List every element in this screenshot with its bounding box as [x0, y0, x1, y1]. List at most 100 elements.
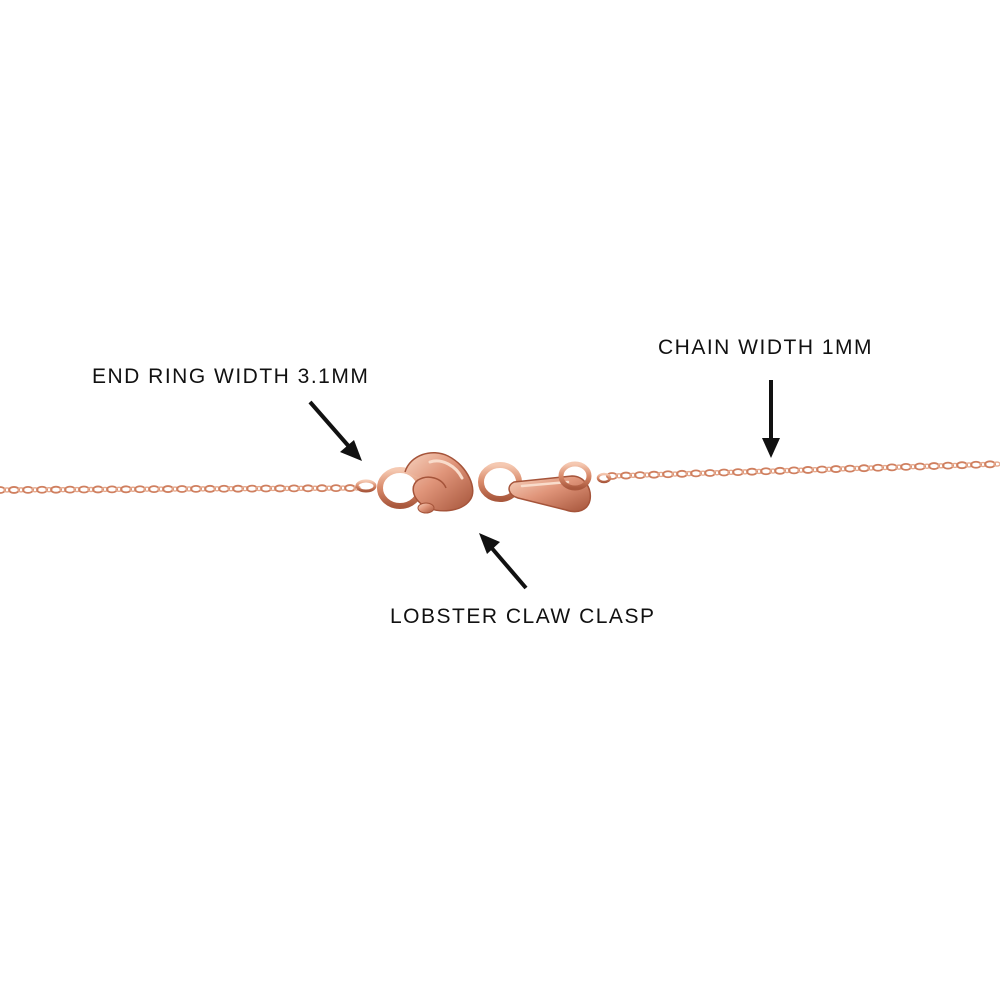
chain-link — [993, 461, 1000, 467]
chain-link — [662, 470, 674, 479]
chain-link — [143, 486, 151, 492]
tag-plate — [508, 475, 592, 513]
end-ring-label: END RING WIDTH 3.1MM — [92, 365, 370, 388]
chain-link — [22, 485, 34, 494]
chain-link — [316, 484, 328, 493]
chain-link — [956, 461, 968, 470]
chain-link — [713, 470, 721, 476]
chain-link — [255, 485, 263, 492]
chain-link — [704, 469, 716, 477]
chain-link — [50, 485, 62, 494]
chain-link — [297, 485, 305, 492]
chain-link — [965, 462, 973, 468]
arrow-icon — [308, 400, 362, 461]
chain-link — [129, 486, 137, 492]
chain-link — [937, 463, 945, 469]
chain-link — [87, 486, 95, 493]
arrow-icon — [479, 533, 528, 590]
chain-link — [283, 485, 291, 492]
end-ring-left — [355, 479, 377, 493]
chain-link — [914, 462, 926, 471]
chain-link — [900, 463, 912, 471]
chain-link — [246, 484, 258, 493]
chain-link — [330, 484, 342, 493]
chain-link — [699, 470, 707, 476]
chain-left — [0, 484, 361, 494]
chain-link — [895, 464, 903, 470]
chain-link — [657, 471, 665, 478]
chain-link — [106, 485, 118, 494]
chain-link — [839, 466, 847, 472]
chain-link — [101, 486, 109, 493]
chain-link — [3, 487, 11, 493]
chain-link — [788, 466, 800, 475]
chain-link — [269, 485, 277, 492]
chain-link — [162, 485, 174, 493]
chain-link — [732, 468, 744, 477]
chain-link — [31, 487, 39, 493]
chain-link — [853, 465, 861, 472]
chain-link — [204, 484, 216, 493]
chain-link — [17, 487, 25, 493]
end-ring-right — [558, 461, 612, 491]
chain-link — [802, 466, 814, 474]
chain-link — [73, 486, 81, 493]
chain-link — [157, 486, 165, 492]
chain-link — [115, 486, 123, 493]
chain-link — [288, 484, 300, 493]
chain-link — [620, 471, 632, 480]
chain-link — [199, 486, 207, 492]
chain-link — [909, 463, 917, 470]
chain-link — [760, 467, 772, 476]
chain-link — [671, 471, 679, 477]
chain-link — [302, 484, 314, 493]
chain-link — [774, 466, 786, 475]
chain-link — [867, 465, 875, 471]
chain-link — [0, 486, 6, 494]
chain-link — [984, 460, 996, 469]
arrow-icon — [762, 380, 780, 458]
chain-link — [615, 473, 623, 479]
clasp-label: LOBSTER CLAW CLASP — [390, 605, 656, 628]
chain-link — [227, 486, 235, 492]
chain-link — [274, 484, 286, 493]
chain-link — [134, 485, 146, 494]
chain-link — [45, 487, 53, 493]
chain-link — [241, 485, 249, 492]
chain-link — [344, 484, 356, 492]
chain-link — [755, 468, 763, 475]
chain-link — [783, 467, 791, 474]
chain-link — [606, 472, 618, 480]
chain-link — [886, 463, 898, 472]
chain-link — [928, 462, 940, 470]
chain-link — [260, 484, 272, 493]
chain-link — [64, 485, 76, 494]
chain-link — [676, 469, 688, 478]
chain-link — [685, 470, 693, 477]
chain-link — [830, 465, 842, 473]
chain-link — [690, 469, 702, 478]
chain-right — [606, 460, 1000, 480]
chain-link — [190, 485, 202, 493]
chain-link — [8, 486, 20, 494]
lobster-claw-clasp — [377, 451, 474, 514]
chain-link — [718, 468, 730, 477]
chain-link — [741, 469, 749, 475]
chain-link — [825, 466, 833, 472]
chain-link — [727, 469, 735, 476]
chain-link — [213, 486, 221, 492]
chain-link — [881, 464, 889, 471]
chain-link — [176, 485, 188, 493]
chain-link — [872, 463, 884, 472]
chain-link — [858, 464, 870, 473]
chain-link — [769, 468, 777, 474]
chain-link — [311, 485, 319, 491]
chain-link — [148, 485, 160, 494]
chain-link — [648, 470, 660, 479]
chain-link — [923, 463, 931, 469]
chain-link — [979, 461, 987, 468]
chain-link — [746, 467, 758, 476]
chain-link — [36, 485, 48, 494]
